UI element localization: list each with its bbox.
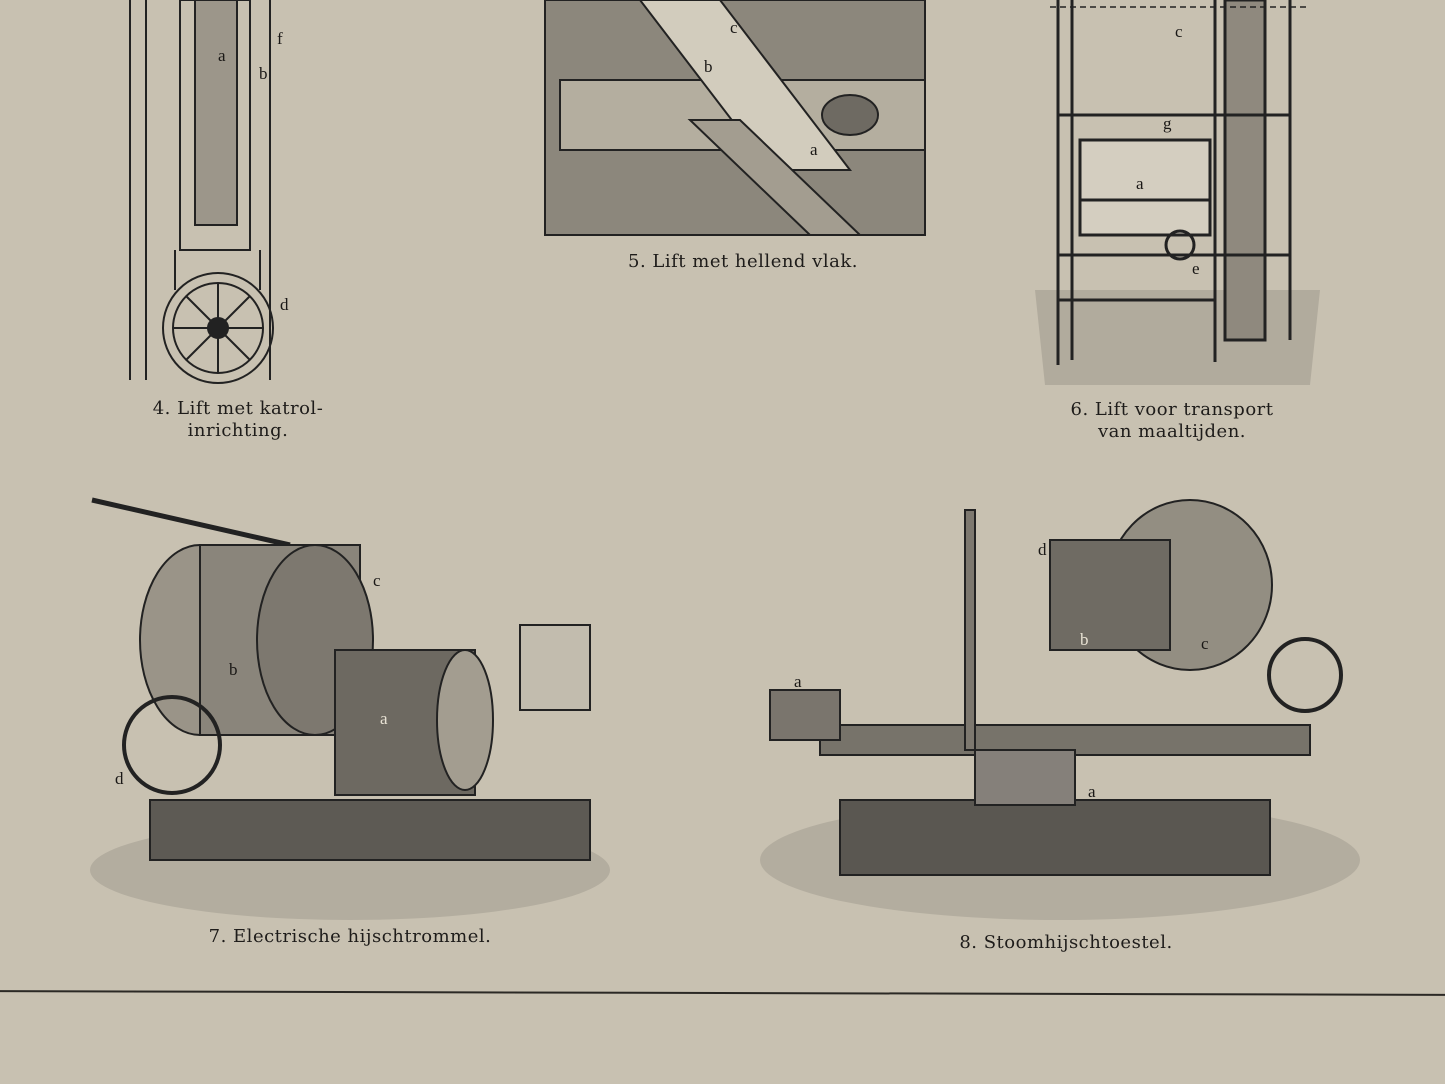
figure-7-drawing (90, 497, 610, 920)
figure-8-drawing (760, 499, 1360, 920)
caption-line: 4. Lift met katrol- (152, 398, 324, 419)
figure-7-caption: 7. Electrische hijschtrommel. (208, 926, 492, 947)
figure-7-label-d: d (115, 769, 124, 788)
figure-7-label-c: c (373, 571, 381, 590)
figure-5-drawing (544, 0, 926, 236)
figure-5-label-b: b (704, 57, 713, 76)
figure-4-label-a: a (218, 46, 226, 65)
figure-8-label-a2: a (1088, 782, 1096, 801)
figure-4-drawing (129, 0, 274, 384)
figure-8-caption: 8. Stoomhijschtoestel. (959, 932, 1173, 953)
figure-4-label-f: f (277, 29, 283, 48)
figure-5-caption: 5. Lift met hellend vlak. (628, 251, 858, 272)
figure-8-label-a: a (794, 672, 802, 691)
figure-4-label-b: b (259, 64, 268, 83)
caption-line: 6. Lift voor transport (1070, 399, 1274, 420)
figure-6-label-a: a (1136, 174, 1144, 193)
figure-8-label-c: c (1201, 634, 1209, 653)
figure-8-label-d: d (1038, 540, 1047, 559)
figure-8-label-b: b (1080, 630, 1089, 649)
caption-line: inrichting. (187, 420, 289, 441)
figure-5-label-a: a (810, 140, 818, 159)
figure-6-drawing (1035, 0, 1320, 385)
figure-7-label-b: b (229, 660, 238, 679)
figure-6-label-c: c (1175, 22, 1183, 41)
caption-line: van maaltijden. (1097, 421, 1247, 442)
figure-6-label-g: g (1163, 114, 1172, 133)
figure-6-caption: 6. Lift voor transport van maaltijden. (1071, 399, 1274, 443)
figure-7-label-a: a (380, 709, 388, 728)
figure-6-label-e: e (1192, 259, 1200, 278)
figure-5-label-c: c (730, 18, 738, 37)
figure-4-label-d: d (280, 295, 289, 314)
figure-4-caption: 4. Lift met katrol- inrichting. (153, 398, 324, 442)
